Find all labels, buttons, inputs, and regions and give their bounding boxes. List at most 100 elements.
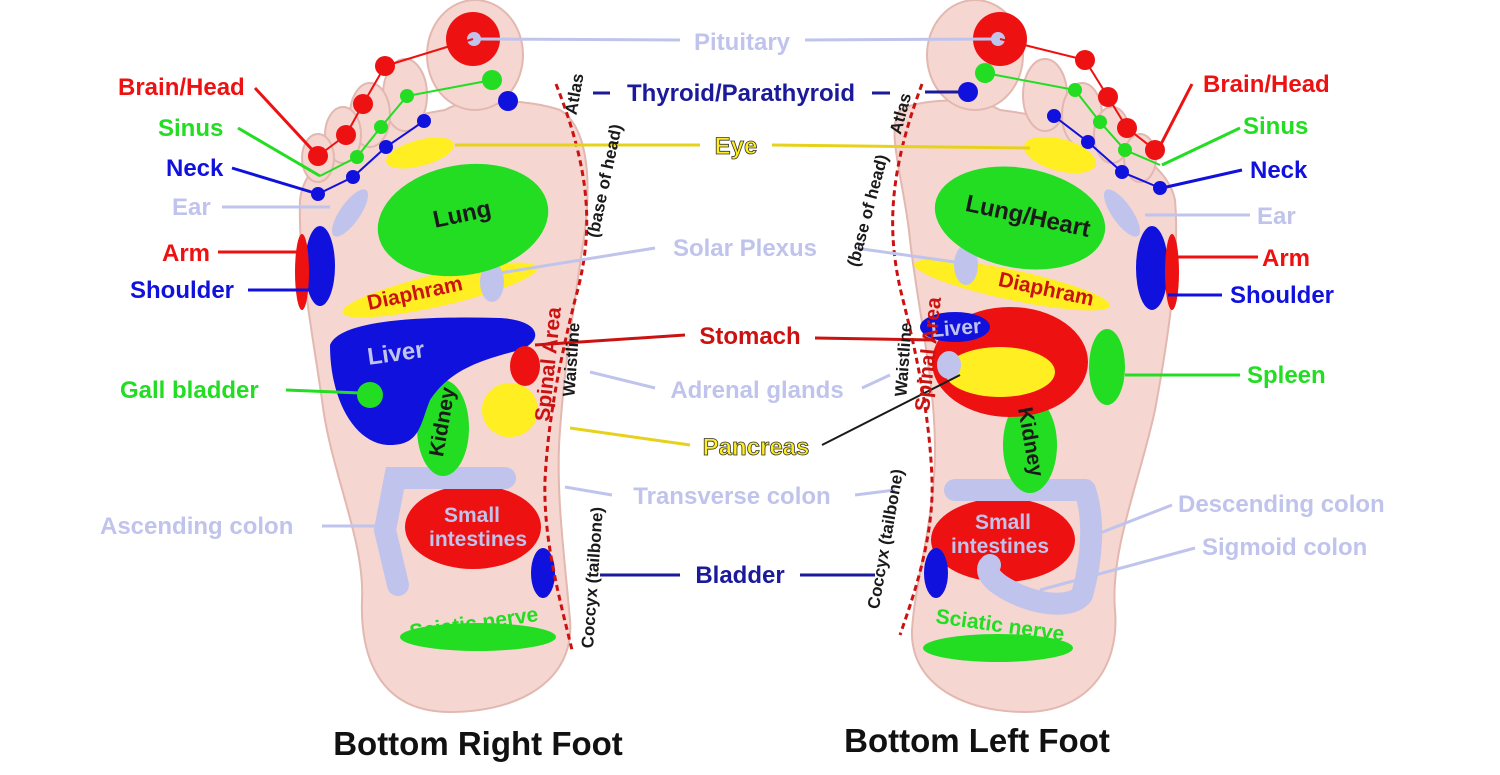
sigmoid-line: [1039, 546, 1196, 592]
left-colon-region: [944, 479, 1103, 615]
label-pancreas: Pancreas: [703, 434, 810, 461]
left-sinus-point-1: [1118, 143, 1132, 157]
left-pancreas-region: [945, 347, 1055, 397]
right-sinus-point-3: [400, 89, 414, 103]
adrenal-line-r: [861, 373, 891, 390]
left-thyroid-dot: [958, 82, 978, 102]
brain-line-l: [1156, 83, 1194, 151]
label-ear-l: Ear: [1257, 203, 1296, 230]
label-small-int-r-1: Small: [444, 504, 500, 527]
solar-line-l: [499, 246, 656, 275]
left-spleen-region: [1089, 329, 1125, 405]
right-neck-point-3: [379, 140, 393, 154]
neck-line-l: [1161, 168, 1243, 190]
left-adrenal-region: [937, 351, 961, 379]
right-pituitary-dot: [467, 32, 481, 46]
label-bladder: Bladder: [695, 562, 784, 589]
title-left-foot: Bottom Left Foot: [844, 722, 1110, 759]
label-small-int-l-1: Small: [975, 511, 1031, 534]
label-arm-l: Arm: [1262, 245, 1310, 272]
right-neck-point-4: [417, 114, 431, 128]
left-liver-region: [920, 312, 990, 342]
right-kidney-region: [417, 380, 469, 476]
right-gallbladder-region: [357, 382, 383, 408]
right-ascending-colon-region: [373, 467, 516, 596]
pituitary-line-l: [477, 37, 681, 42]
label-thyroid: Thyroid/Parathyroid: [627, 80, 855, 107]
left-arm-region: [1165, 234, 1179, 310]
label-arm-r: Arm: [162, 240, 210, 267]
right-foot: [295, 0, 589, 714]
label-atlas-r: Atlas: [562, 72, 588, 116]
left-brain-point-3: [1098, 87, 1118, 107]
label-stomach: Stomach: [699, 323, 800, 350]
right-sciatic-region: [400, 623, 556, 651]
right-spine-line: [543, 83, 589, 651]
label-small-int-l-2: intestines: [951, 535, 1049, 558]
label-neck-r: Neck: [166, 155, 224, 182]
label-gall-bladder: Gall bladder: [120, 377, 259, 404]
transverse-line-r: [854, 488, 896, 497]
left-solar-plexus-region: [954, 245, 978, 285]
label-ascending-colon: Ascending colon: [100, 513, 293, 540]
label-ear-r: Ear: [172, 194, 211, 221]
left-sinus-point-3: [1068, 83, 1082, 97]
label-brain-head-r: Brain/Head: [118, 74, 245, 101]
right-bladder-region: [531, 548, 555, 598]
right-sinus-point-2: [374, 120, 388, 134]
right-arm-region: [295, 234, 309, 310]
label-sigmoid-colon: Sigmoid colon: [1202, 534, 1367, 561]
left-eye-region: [1024, 136, 1096, 174]
right-sinus-point-4: [482, 70, 502, 90]
label-pituitary: Pituitary: [694, 29, 791, 56]
labels: Pituitary Thyroid/Parathyroid Eye Solar …: [100, 29, 1385, 762]
label-shoulder-r: Shoulder: [130, 277, 234, 304]
left-neck-chain: [1053, 115, 1161, 189]
side-leader-lines: [218, 83, 1258, 592]
right-pancreas-region: [482, 383, 538, 437]
left-small-intestine-region: [931, 498, 1075, 582]
left-lung-region: [934, 166, 1106, 270]
left-brain-point-4: [1075, 50, 1095, 70]
right-small-intestine-region: [405, 485, 541, 569]
label-descending-colon: Descending colon: [1178, 491, 1385, 518]
left-neck-point-3: [1081, 135, 1095, 149]
brain-line-r: [253, 86, 320, 158]
label-neck-l: Neck: [1250, 157, 1308, 184]
label-brain-head-l: Brain/Head: [1203, 71, 1330, 98]
label-base-head-r: (base of head): [583, 123, 626, 240]
adrenal-line-l: [589, 370, 656, 390]
left-sinus-point-4: [975, 63, 995, 83]
right-shoulder-region: [305, 226, 335, 306]
left-neck-point-4: [1047, 109, 1061, 123]
right-brain-point-2: [336, 125, 356, 145]
pancreas-line-l: [569, 426, 691, 447]
right-ear-region: [331, 189, 369, 237]
label-sinus-l: Sinus: [1243, 113, 1308, 140]
left-brain-point-2: [1117, 118, 1137, 138]
right-neck-point-2: [346, 170, 360, 184]
stomach-line-l: [534, 333, 686, 347]
pancreas-line-r: [821, 374, 961, 446]
left-neck-point-1: [1153, 181, 1167, 195]
label-shoulder-l: Shoulder: [1230, 282, 1334, 309]
label-coccyx-r: Coccyx (tailbone): [578, 506, 607, 649]
label-small-int-r-2: intestines: [429, 528, 527, 551]
left-neck-point-2: [1115, 165, 1129, 179]
label-transverse-colon: Transverse colon: [633, 483, 830, 510]
pituitary-line-r: [804, 37, 996, 42]
sinus-line-r: [237, 126, 321, 178]
right-adrenal-region: [510, 346, 540, 386]
left-ear-region: [1103, 189, 1141, 237]
right-liver-region: [330, 317, 536, 445]
left-kidney-region: [1003, 397, 1057, 493]
left-foot: [891, 0, 1179, 714]
eye-line-r: [771, 143, 1031, 150]
stomach-line-r: [814, 336, 936, 342]
title-right-foot: Bottom Right Foot: [333, 725, 623, 762]
label-liver-l: Liver: [930, 315, 982, 342]
left-pituitary-dot: [991, 32, 1005, 46]
neck-line-r: [231, 166, 319, 196]
label-adrenal: Adrenal glands: [670, 377, 843, 404]
left-sinus-point-2: [1093, 115, 1107, 129]
